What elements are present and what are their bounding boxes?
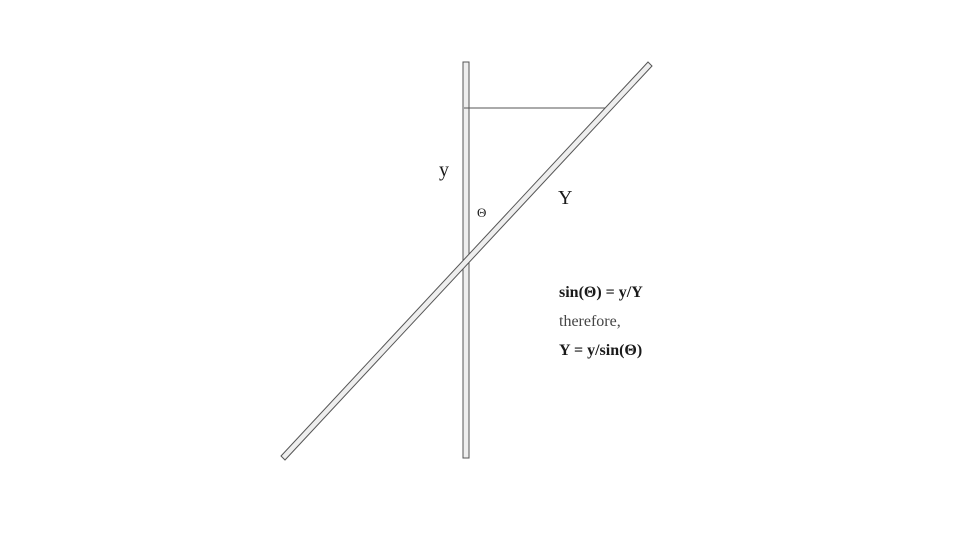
formula-result: Y = y/sin(Θ) bbox=[559, 342, 643, 359]
label-Y: Y bbox=[558, 187, 573, 209]
diagonal-bar bbox=[280, 61, 653, 461]
label-y: y bbox=[439, 159, 449, 181]
formula-sine: sin(Θ) = y/Y bbox=[559, 284, 643, 301]
formula-therefore: therefore, bbox=[559, 313, 621, 330]
label-theta: Θ bbox=[477, 205, 487, 220]
